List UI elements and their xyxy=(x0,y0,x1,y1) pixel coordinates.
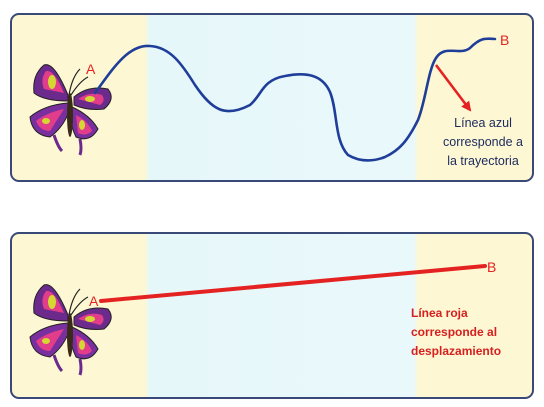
displacement-caption: Línea roja corresponde al desplazamiento xyxy=(411,304,537,361)
displacement-caption-line-2: corresponde al xyxy=(411,325,498,339)
point-a-bottom: A xyxy=(89,293,99,309)
butterfly-icon-bottom xyxy=(28,283,113,377)
trajectory-caption-line-1: Línea azul xyxy=(454,116,512,130)
trajectory-caption-line-3: la trayectoria xyxy=(447,154,519,168)
point-b-top: B xyxy=(500,32,509,48)
displacement-caption-line-1: Línea roja xyxy=(411,306,468,320)
trajectory-caption-line-2: corresponde a xyxy=(443,135,523,149)
displacement-line xyxy=(99,264,487,303)
butterfly-icon-top xyxy=(28,63,113,157)
point-b-bottom: B xyxy=(487,259,496,275)
displacement-caption-line-3: desplazamiento xyxy=(411,344,502,358)
trajectory-caption: Línea azul corresponde a la trayectoria xyxy=(423,114,543,171)
trajectory-path xyxy=(93,37,497,162)
point-a-top: A xyxy=(86,61,96,77)
trajectory-arrow xyxy=(434,64,472,112)
